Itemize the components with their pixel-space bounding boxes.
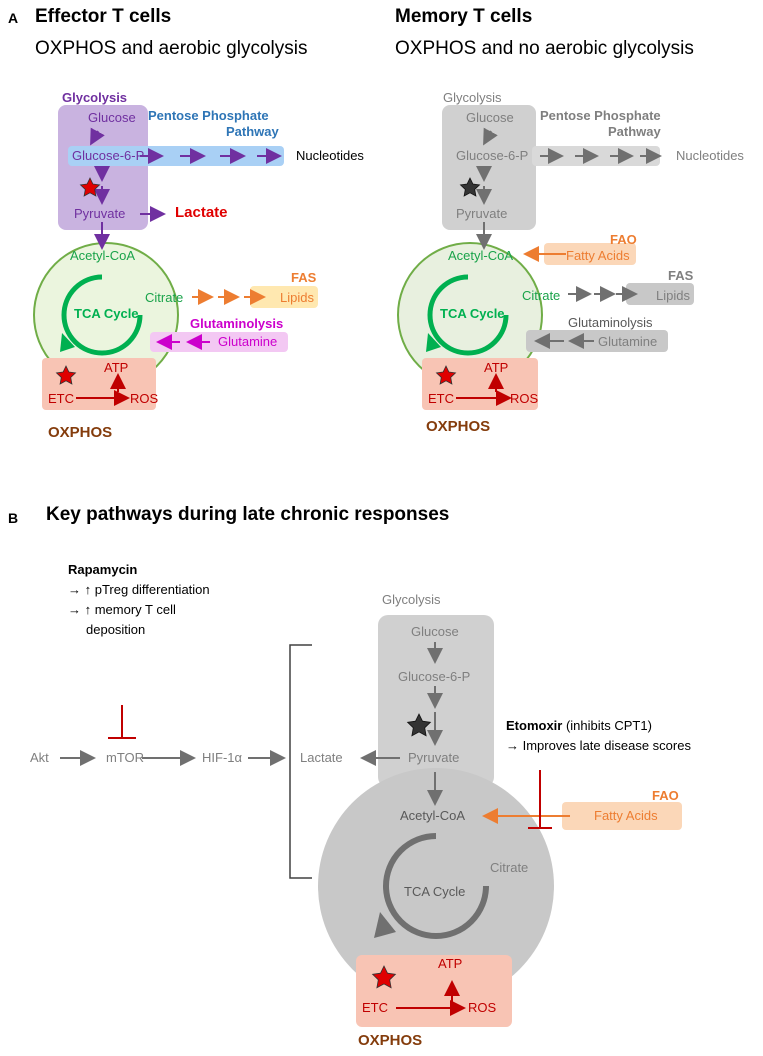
- memory-g6p-label: Glucose-6-P: [456, 148, 529, 163]
- tca-cycle-arrow: [61, 274, 143, 356]
- effector-lipids-label: Lipids: [280, 290, 314, 305]
- oxphos-box: [356, 955, 512, 1027]
- panel-b-citrate-label: Citrate: [490, 860, 529, 875]
- memory-atp-label: ATP: [484, 360, 509, 375]
- panel-b-lactate-label: Lactate: [300, 750, 343, 765]
- effector-diagram: [33, 105, 318, 410]
- memory-glutaminolysis-label: Glutaminolysis: [568, 315, 653, 330]
- memory-glutamine-label: Glutamine: [598, 334, 658, 349]
- tca-arrowhead: [60, 333, 75, 352]
- effector-glucose-label: Glucose: [88, 110, 136, 125]
- effector-fas-label: FAS: [291, 270, 317, 285]
- memory-lipids-label: Lipids: [656, 288, 690, 303]
- memory-title: Memory T cells: [395, 6, 533, 27]
- tca-cycle-arrow: [427, 274, 509, 356]
- memory-ros-label: ROS: [510, 391, 539, 406]
- star-icon: [79, 177, 101, 197]
- effector-glycolysis-label: Glycolysis: [62, 90, 128, 105]
- memory-fao-label: FAO: [610, 232, 637, 247]
- star-icon: [371, 965, 397, 989]
- panel-b-glucose-label: Glucose: [411, 624, 459, 639]
- tca-arrowhead: [426, 333, 441, 352]
- memory-etc-label: ETC: [428, 391, 454, 406]
- tca-cycle-arrow: [383, 833, 489, 939]
- panel-b-acetylcoa-label: Acetyl-CoA: [400, 808, 466, 823]
- effector-ppp-line2: Pathway: [226, 124, 279, 139]
- panel-b-atp-label: ATP: [438, 956, 463, 971]
- etomoxir-note: (inhibits CPT1): [565, 718, 652, 733]
- panel-b-oxphos-label: OXPHOS: [358, 1032, 423, 1049]
- panel-b-letter: B: [8, 510, 19, 526]
- panel-b-tca-label: TCA Cycle: [404, 884, 466, 899]
- panel-a-letter: A: [8, 10, 19, 26]
- effector-oxphos-label: OXPHOS: [48, 424, 113, 441]
- memory-glucose-label: Glucose: [466, 110, 514, 125]
- memory-fattyacids-label: Fatty Acids: [566, 248, 630, 263]
- panel-b-ros-label: ROS: [468, 1000, 497, 1015]
- panel-b-pyruvate-label: Pyruvate: [408, 750, 460, 765]
- effector-g6p-label: Glucose-6-P: [72, 148, 145, 163]
- rapamycin-effect-1: → ↑ pTreg differentiation: [68, 582, 210, 597]
- effector-ppp-line1: Pentose Phosphate: [148, 108, 269, 123]
- star-icon: [459, 177, 481, 197]
- effector-pyruvate-label: Pyruvate: [74, 206, 126, 221]
- etomoxir-line: Etomoxir (inhibits CPT1): [506, 718, 652, 733]
- effector-nucleotides-label: Nucleotides: [296, 148, 364, 163]
- lipids-box: [250, 286, 318, 308]
- memory-fas-label: FAS: [668, 268, 694, 283]
- panel-b-diagram: [60, 615, 682, 1027]
- tca-arrowhead: [374, 912, 396, 938]
- memory-ppp-line2: Pathway: [608, 124, 661, 139]
- panel-b-fao-label: FAO: [652, 788, 679, 803]
- mtor-label: mTOR: [106, 750, 145, 765]
- memory-acetylcoa-label: Acetyl-CoA: [448, 248, 514, 263]
- memory-tca-label: TCA Cycle: [440, 306, 505, 321]
- glutamine-box: [526, 330, 668, 352]
- hif-label: HIF-1α: [202, 750, 243, 765]
- memory-diagram: [397, 105, 694, 410]
- fatty-acids-box: [544, 243, 636, 265]
- effector-glutaminolysis-label: Glutaminolysis: [190, 316, 284, 331]
- star-icon: [55, 365, 77, 385]
- effector-etc-label: ETC: [48, 391, 74, 406]
- star-icon: [435, 365, 457, 385]
- memory-pyruvate-label: Pyruvate: [456, 206, 508, 221]
- memory-subtitle: OXPHOS and no aerobic glycolysis: [395, 38, 694, 59]
- rapamycin-effect-3: deposition: [86, 622, 146, 637]
- memory-citrate-label: Citrate: [522, 288, 561, 303]
- mitochondrion: [318, 768, 554, 1004]
- effector-citrate-label: Citrate: [145, 290, 184, 305]
- effector-ros-label: ROS: [130, 391, 159, 406]
- memory-nucleotides-label: Nucleotides: [676, 148, 744, 163]
- effector-tca-label: TCA Cycle: [74, 306, 139, 321]
- effector-glutamine-label: Glutamine: [218, 334, 278, 349]
- akt-label: Akt: [30, 750, 49, 765]
- panel-b-fattyacids-label: Fatty Acids: [594, 808, 658, 823]
- panel-b-etc-label: ETC: [362, 1000, 388, 1015]
- memory-oxphos-label: OXPHOS: [426, 418, 491, 435]
- effector-title: Effector T cells: [35, 6, 172, 27]
- etomoxir-effect: → Improves late disease scores: [506, 738, 691, 753]
- effector-lactate-label: Lactate: [175, 204, 228, 221]
- bracket: [289, 644, 312, 879]
- memory-ppp-line1: Pentose Phosphate: [540, 108, 661, 123]
- effector-atp-label: ATP: [104, 360, 129, 375]
- glutamine-box: [150, 332, 288, 352]
- lipids-box: [626, 283, 694, 305]
- effector-subtitle: OXPHOS and aerobic glycolysis: [35, 38, 308, 59]
- panel-b-g6p-label: Glucose-6-P: [398, 669, 471, 684]
- rapamycin-effect-2: → ↑ memory T cell: [68, 602, 176, 617]
- panel-b-glycolysis-label: Glycolysis: [382, 592, 441, 607]
- panel-b-title: Key pathways during late chronic respons…: [46, 504, 450, 525]
- rapamycin-label: Rapamycin: [68, 562, 138, 577]
- fatty-acids-box: [562, 802, 682, 830]
- etomoxir-label: Etomoxir: [506, 718, 563, 733]
- memory-glycolysis-label: Glycolysis: [443, 90, 502, 105]
- effector-acetylcoa-label: Acetyl-CoA: [70, 248, 136, 263]
- star-icon: [406, 713, 432, 737]
